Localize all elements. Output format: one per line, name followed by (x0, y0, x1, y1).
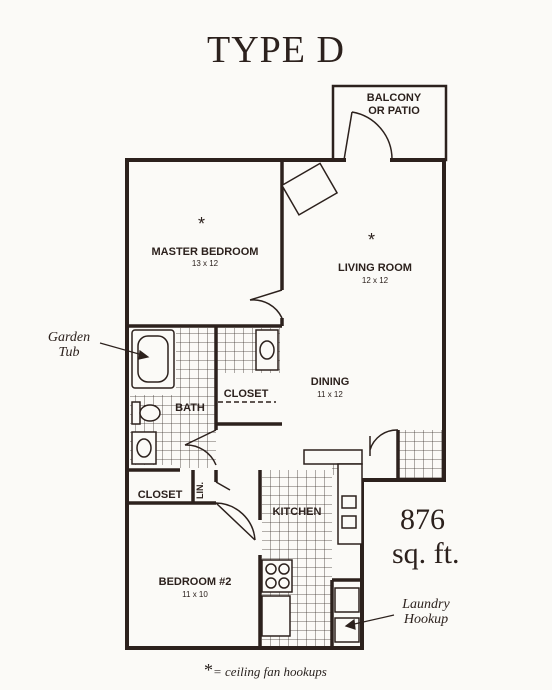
dining-label: DINING (310, 376, 350, 388)
sink-bath (136, 438, 152, 458)
door-lin (215, 481, 231, 491)
dining-dim: 11 x 12 (317, 390, 343, 399)
ceiling-fan-master-icon: * (198, 214, 206, 234)
burner-4 (278, 577, 290, 589)
legend-star-icon: * (204, 660, 213, 680)
entry-tile (398, 430, 442, 480)
bath-tile-floor (176, 328, 216, 468)
legend: *= ceiling fan hookups (204, 660, 404, 681)
living-room-dim: 12 x 12 (361, 276, 389, 285)
fireplace (280, 162, 339, 216)
master-bedroom-dim: 13 x 12 (191, 259, 219, 268)
master-bedroom-label: MASTER BEDROOM (151, 246, 259, 258)
area-unit: sq. ft. (392, 537, 460, 570)
bedroom2-label: BEDROOM #2 (158, 576, 232, 588)
closet-master-label: CLOSET (223, 388, 269, 400)
burner-1 (265, 563, 277, 575)
laundry-arrowhead (344, 618, 356, 630)
sink-top (259, 340, 275, 360)
door-balcony (343, 111, 393, 161)
burner-3 (265, 577, 277, 589)
fridge (261, 595, 291, 637)
legend-text: = ceiling fan hookups (213, 664, 327, 679)
balcony-outline (331, 84, 448, 162)
laundry-callout: Laundry Hookup (402, 597, 450, 627)
burner-2 (278, 563, 290, 575)
garden-tub-arrowhead (138, 349, 150, 360)
sink-double-2 (341, 515, 357, 529)
area-value: 876 (400, 503, 445, 536)
plan-title: TYPE D (207, 29, 345, 71)
balcony-label: BALCONY OR PATIO (366, 92, 422, 117)
tub-inner (137, 335, 169, 383)
sink-double-1 (341, 495, 357, 509)
laundry-arrow (349, 614, 395, 626)
living-room-label: LIVING ROOM (338, 262, 412, 274)
door-entry (369, 429, 399, 456)
door-bed2 (215, 502, 256, 541)
dryer (334, 617, 360, 643)
bath-label: BATH (175, 402, 205, 414)
garden-tub-callout: Garden Tub (47, 330, 91, 360)
linen-label: LIN. (195, 482, 205, 500)
door-bath (184, 429, 217, 466)
kitchen-label: KITCHEN (272, 506, 322, 518)
closet-hall-label: CLOSET (137, 489, 183, 501)
bedroom2-dim: 11 x 10 (182, 590, 208, 599)
toilet-tank (131, 401, 141, 425)
toilet-bowl (139, 404, 161, 422)
garden-tub-arrow (99, 342, 147, 357)
ceiling-fan-living-icon: * (368, 230, 376, 250)
door-master (249, 289, 283, 319)
washer (334, 587, 360, 613)
counter-top (303, 449, 363, 465)
